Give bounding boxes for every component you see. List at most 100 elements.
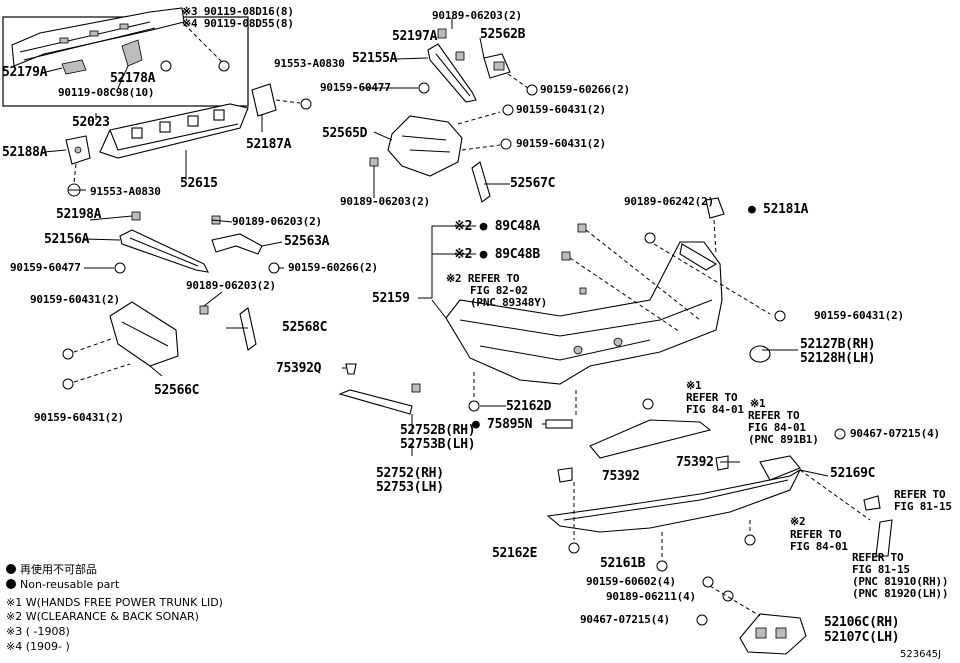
label-refer-84-01-b-line1: ※1 bbox=[750, 397, 766, 410]
label-52568c: 52568C bbox=[282, 320, 328, 335]
label-90159-60431-c: 90159-60431(2) bbox=[30, 293, 120, 306]
label-52155a: 52155A bbox=[352, 51, 398, 66]
legend-note-1: ※1 W(HANDS FREE POWER TRUNK LID) bbox=[6, 596, 223, 609]
nut-90159-60431-c bbox=[62, 348, 74, 360]
clip-75392q bbox=[345, 363, 357, 375]
bumper-cover-52159 bbox=[445, 241, 723, 385]
label-52127b: 52127B(RH) bbox=[800, 337, 876, 352]
label-52179a: 52179A bbox=[2, 65, 48, 80]
label-52106c: 52106C(RH) bbox=[824, 615, 900, 630]
reinforcement-beam-inset bbox=[11, 7, 185, 67]
clip-90189-06203-d bbox=[199, 305, 209, 315]
label-52752b: 52752B(RH) bbox=[400, 423, 476, 438]
label-89c48a: ※2 ● 89C48A bbox=[454, 219, 540, 234]
label-90189-06211: 90189-06211(4) bbox=[606, 590, 696, 603]
part-ref-81-15-a bbox=[863, 495, 881, 511]
label-90189-06203-b: 90189-06203(2) bbox=[340, 195, 430, 208]
label-52753: 52753(LH) bbox=[376, 480, 444, 495]
support-52565d bbox=[387, 115, 463, 177]
reflector-52752 bbox=[338, 389, 413, 415]
label-90159-60431-d: 90159-60431(2) bbox=[34, 411, 124, 424]
label-52162d: 52162D bbox=[506, 399, 552, 414]
nut-90159-60602 bbox=[702, 576, 714, 588]
label-90189-06203-d: 90189-06203(2) bbox=[186, 279, 276, 292]
bracket-52562b bbox=[483, 53, 511, 79]
bolt-90119-08d16 bbox=[218, 60, 230, 72]
label-refer-84-01-c-line3: FIG 84-01 bbox=[790, 540, 848, 553]
label-90159-60266-b: 90159-60266(2) bbox=[288, 261, 378, 274]
retainer-52155a bbox=[427, 43, 477, 103]
support-52566c bbox=[109, 301, 179, 367]
sensor-89c48b bbox=[561, 251, 571, 261]
clip-52197a bbox=[437, 28, 447, 39]
nut-90159-60431-e bbox=[774, 310, 786, 322]
bracket-52178a bbox=[121, 39, 143, 67]
nut-90159-60477-a bbox=[418, 82, 430, 94]
label-75392q: 75392Q bbox=[276, 361, 322, 376]
label-52753b: 52753B(LH) bbox=[400, 437, 476, 452]
label-90467-07215-b: 90467-07215(4) bbox=[580, 613, 670, 626]
label-90159-60431-e: 90159-60431(2) bbox=[814, 309, 904, 322]
screw-90189-06242 bbox=[644, 232, 656, 244]
garnish-52106c bbox=[739, 613, 807, 655]
clip-75392-a bbox=[557, 467, 573, 483]
label-52615: 52615 bbox=[180, 176, 218, 191]
bracket-52179a bbox=[61, 59, 87, 75]
label-52181a: ● 52181A bbox=[748, 202, 809, 217]
clip-91553-a0830-right bbox=[300, 98, 312, 110]
label-refer-81-15-b-line1: REFER TO bbox=[852, 551, 904, 564]
screw-90189-06211 bbox=[722, 590, 734, 602]
label-refer-84-01-c-line2: REFER TO bbox=[790, 528, 842, 541]
label-52567c: 52567C bbox=[510, 176, 556, 191]
part-ref-81-15-b bbox=[875, 519, 893, 557]
plate-75895n bbox=[545, 419, 573, 429]
bracket-52188a bbox=[65, 135, 91, 165]
bracket-52568c bbox=[239, 307, 257, 351]
label-89c48b: ※2 ● 89C48B bbox=[454, 247, 540, 262]
label-refer-84-01-a-line1: ※1 bbox=[686, 379, 702, 392]
lower-cover-52169c bbox=[546, 419, 802, 533]
legend-note-3: ※3 ( -1908) bbox=[6, 625, 70, 638]
label-52566c: 52566C bbox=[154, 383, 200, 398]
label-refer-84-01-b-line4: (PNC 891B1) bbox=[748, 433, 819, 446]
label-75392-a: 75392 bbox=[602, 469, 640, 484]
bracket-52563a bbox=[211, 233, 263, 255]
label-refer-84-01-b-line3: FIG 84-01 bbox=[748, 421, 806, 434]
label-90159-60602: 90159-60602(4) bbox=[586, 575, 676, 588]
sensor-ref-84-01-a bbox=[642, 398, 654, 410]
bracket-52567c bbox=[471, 161, 491, 203]
label-refer-81-15-b-line3: (PNC 81910(RH)) bbox=[852, 575, 949, 588]
clip-90189-06203-b bbox=[369, 157, 379, 167]
clip-52752b bbox=[411, 383, 421, 393]
legend-non-reusable-en: Non-reusable part bbox=[6, 578, 119, 591]
label-52563a: 52563A bbox=[284, 234, 330, 249]
label-90159-60477-b: 90159-60477 bbox=[10, 261, 81, 274]
sensor-89c48a bbox=[577, 223, 587, 233]
label-90159-60431-a: 90159-60431(2) bbox=[516, 103, 606, 116]
label-90119-08c98: 90119-08C98(10) bbox=[58, 86, 155, 99]
diagram-id: 523645J bbox=[900, 649, 942, 660]
label-52188a: 52188A bbox=[2, 145, 48, 160]
bullet-icon bbox=[6, 579, 16, 589]
label-refer-82-02-line3: (PNC 89348Y) bbox=[470, 296, 548, 309]
label-90159-60266-a: 90159-60266(2) bbox=[540, 83, 630, 96]
seal-52181a bbox=[705, 197, 725, 219]
clip-52162e bbox=[568, 542, 580, 554]
label-refer-84-01-c-line1: ※2 bbox=[790, 515, 806, 528]
nut-90159-60431-b bbox=[500, 138, 512, 150]
label-refer-82-02-line2: FIG 82-02 bbox=[470, 284, 528, 297]
label-90119-08d55: ※4 90119-08D55(8) bbox=[182, 17, 294, 30]
label-52178a: 52178A bbox=[110, 71, 156, 86]
label-52156a: 52156A bbox=[44, 232, 90, 247]
label-90189-06203-a: 90189-06203(2) bbox=[432, 9, 522, 22]
clip-52198a bbox=[131, 211, 141, 221]
label-refer-84-01-b-line2: REFER TO bbox=[748, 409, 800, 422]
label-91553-a0830-left: 91553-A0830 bbox=[90, 185, 161, 198]
label-52562b: 52562B bbox=[480, 27, 526, 42]
bullet-icon bbox=[6, 564, 16, 574]
label-75895n: ● 75895N bbox=[472, 417, 533, 432]
sensor-ref-84-01-c bbox=[744, 534, 756, 546]
retainer-52156a bbox=[119, 229, 209, 273]
